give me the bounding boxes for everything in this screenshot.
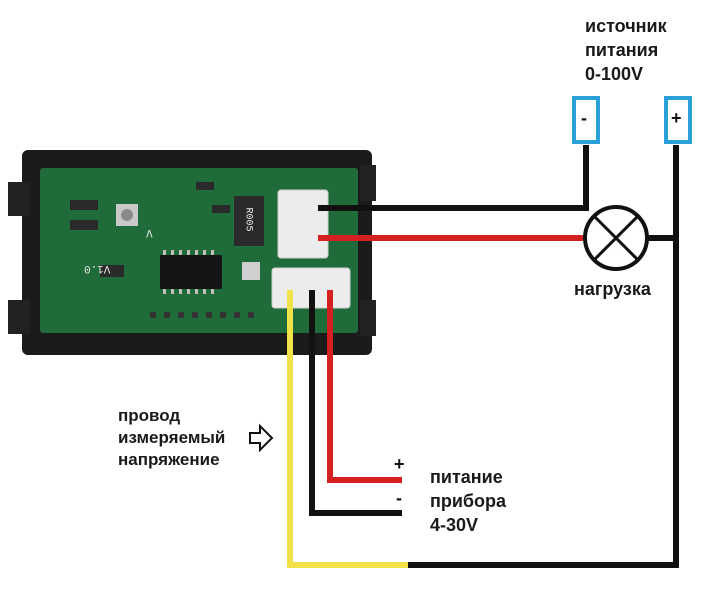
probe-line-2: измеряемый (118, 428, 226, 447)
load-label: нагрузка (574, 279, 651, 299)
probe-label: провод измеряемый напряжение (118, 405, 225, 471)
power-source-label: источник питания 0-100V (585, 14, 667, 86)
current-connector (277, 189, 329, 259)
probe-line-3: напряжение (118, 450, 220, 469)
device-plus-sign: + (394, 454, 405, 474)
device-power-label: питание прибора 4-30V (430, 465, 506, 537)
device-power-line-1: питание (430, 467, 503, 487)
case-tab-right-top (360, 165, 376, 201)
smd-component (212, 205, 230, 213)
ic-chip (160, 255, 222, 289)
terminal-plus (664, 96, 692, 144)
probe-line-1: провод (118, 406, 181, 425)
shunt-resistor (234, 196, 264, 246)
pcb-resistor-text: R005 (242, 207, 254, 232)
arrow-right-icon (249, 423, 274, 453)
power-source-line-1: источник (585, 16, 667, 36)
pcb-button (242, 262, 260, 280)
device-minus-sign: - (396, 488, 402, 508)
case-tab-right-bottom (360, 300, 376, 336)
red-wire-device-plus (327, 290, 402, 483)
wires (287, 145, 679, 568)
device-power-line-2: прибора (430, 491, 507, 511)
black-wire-source-minus (318, 145, 589, 211)
smd-component (70, 220, 98, 230)
smd-component (196, 182, 214, 190)
smd-component (70, 200, 98, 210)
smd-component (100, 265, 124, 277)
voltmeter-module (8, 150, 376, 355)
device-power-line-3: 4-30V (430, 515, 479, 535)
load-lamp (583, 205, 649, 271)
black-wire-plus-return (406, 145, 679, 568)
terminal-minus-label: - (581, 108, 587, 128)
pcb-version-text: V1.0 (84, 262, 111, 274)
terminal-minus (572, 96, 600, 144)
pcb-letter-text: V (146, 226, 153, 238)
power-source-line-3: 0-100V (585, 64, 644, 84)
case-tab-left-bottom (8, 300, 30, 334)
power-source-line-2: питания (585, 40, 659, 60)
black-wire-device-minus (309, 290, 402, 516)
terminal-plus-label: + (671, 108, 682, 128)
case-tab-left-top (8, 182, 30, 216)
yellow-probe-wire (287, 290, 408, 568)
